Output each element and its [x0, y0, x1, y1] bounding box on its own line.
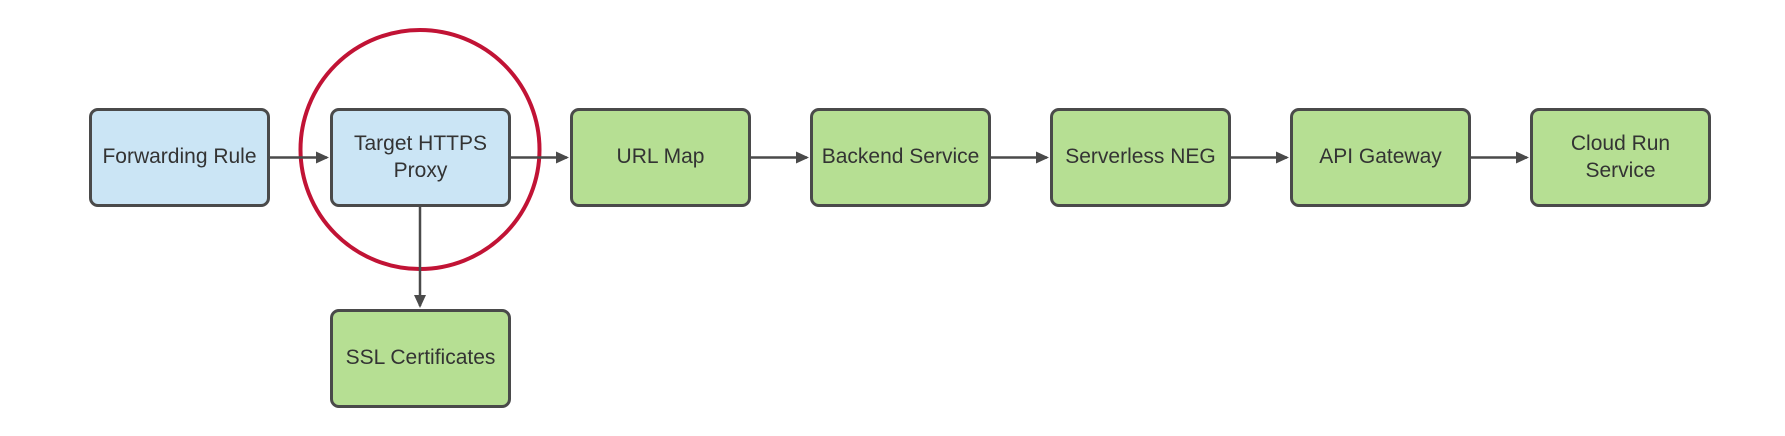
node-cloud-run-service-label: Cloud Run Service [1570, 132, 1671, 182]
node-ssl-certificates-label: SSL Certificates [345, 346, 496, 370]
node-forwarding-rule-label: Forwarding Rule [102, 145, 257, 169]
node-url-map-label: URL Map [616, 145, 705, 169]
node-ssl-certificates: SSL Certificates [330, 309, 511, 408]
node-api-gateway-label: API Gateway [1319, 145, 1442, 169]
node-serverless-neg: Serverless NEG [1050, 108, 1231, 207]
node-url-map: URL Map [570, 108, 751, 207]
node-cloud-run-service: Cloud Run Service [1530, 108, 1711, 207]
node-api-gateway: API Gateway [1290, 108, 1471, 207]
node-serverless-neg-label: Serverless NEG [1065, 145, 1216, 169]
node-backend-service: Backend Service [810, 108, 991, 207]
node-backend-service-label: Backend Service [821, 145, 980, 169]
node-target-https-proxy: Target HTTPS Proxy [330, 108, 511, 207]
node-target-https-proxy-label: Target HTTPS Proxy [353, 132, 488, 182]
node-forwarding-rule: Forwarding Rule [89, 108, 270, 207]
